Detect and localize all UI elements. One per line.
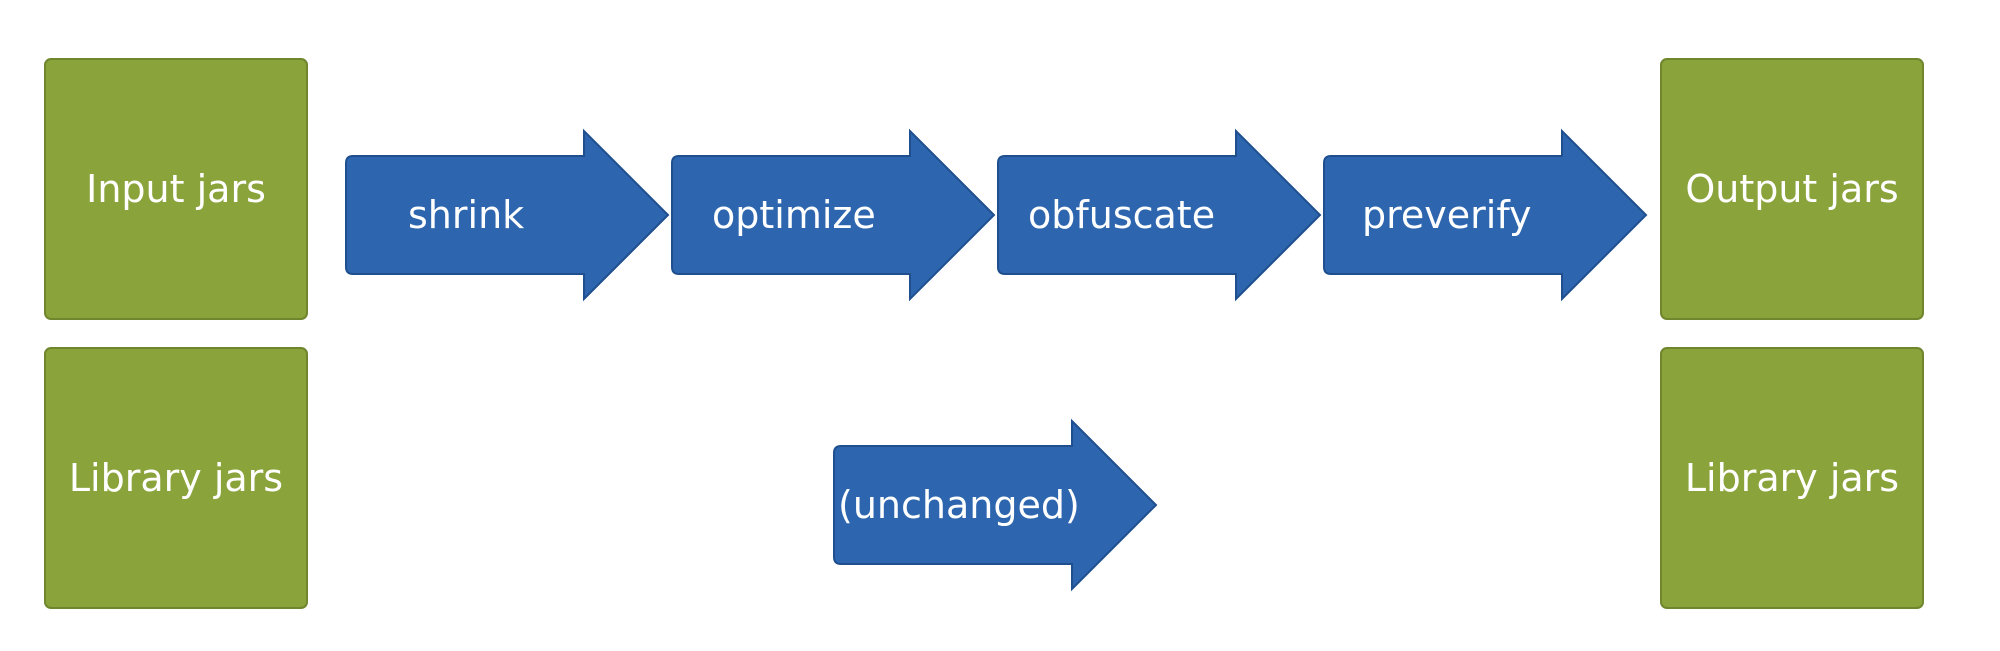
step-preverify-arrow: preverify <box>1323 128 1648 302</box>
output-library-jars-box: Library jars <box>1660 347 1924 609</box>
step-shrink-arrow-shape <box>345 128 670 302</box>
input-jars-label: Input jars <box>86 167 266 211</box>
output-library-jars-label: Library jars <box>1684 456 1900 500</box>
output-jars-label: Output jars <box>1685 167 1899 211</box>
step-shrink-label: shrink <box>408 193 524 237</box>
input-library-jars-label: Library jars <box>68 456 284 500</box>
library-passthrough-arrow: (unchanged) <box>833 418 1158 592</box>
library-passthrough-arrow-shape <box>833 418 1158 592</box>
step-optimize-arrow-shape <box>671 128 996 302</box>
step-obfuscate-label: obfuscate <box>1028 193 1215 237</box>
step-obfuscate-arrow-shape <box>997 128 1322 302</box>
step-preverify-arrow-shape <box>1323 128 1648 302</box>
step-optimize-label: optimize <box>712 193 876 237</box>
step-shrink-arrow: shrink <box>345 128 670 302</box>
step-obfuscate-arrow: obfuscate <box>997 128 1322 302</box>
step-preverify-label: preverify <box>1362 193 1532 237</box>
output-jars-box: Output jars <box>1660 58 1924 320</box>
input-library-jars-box: Library jars <box>44 347 308 609</box>
library-passthrough-label: (unchanged) <box>838 483 1080 527</box>
step-optimize-arrow: optimize <box>671 128 996 302</box>
input-jars-box: Input jars <box>44 58 308 320</box>
